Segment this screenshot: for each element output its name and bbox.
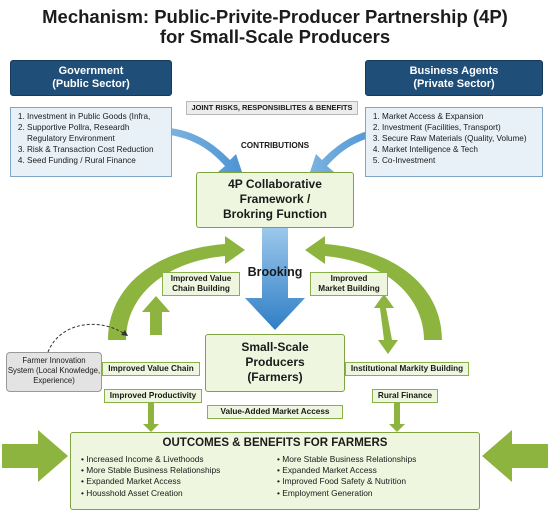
value-chain-building-line1: Improved Value bbox=[170, 274, 232, 283]
business-header: Business Agents (Private Sector) bbox=[365, 60, 543, 96]
government-header-line1: Government bbox=[58, 65, 124, 77]
business-header-line2: (Private Sector) bbox=[413, 78, 495, 90]
framework-line3: Brokring Function bbox=[223, 207, 327, 221]
rural-finance-box: Rural Finance bbox=[372, 389, 438, 403]
outcome-item: Improved Food Safety & Nutrition bbox=[277, 476, 477, 487]
outcome-item: Increased Income & Livethoods bbox=[81, 454, 271, 465]
left-inner-arrow bbox=[142, 296, 170, 335]
business-item: Secure Raw Materials (Quality, Volume) bbox=[382, 133, 538, 144]
farmer-innovation-line2: System (Local Knowledge, bbox=[7, 366, 101, 375]
innovation-dashed-arrow bbox=[47, 323, 129, 353]
government-item: Investment in Public Goods (Infra, bbox=[27, 111, 167, 122]
institutional-building-box: Institutional Markity Building bbox=[345, 362, 469, 376]
outcomes-box: OUTCOMES & BENEFITS FOR FARMERS Increase… bbox=[70, 432, 480, 510]
business-item: Investment (Facilities, Transport) bbox=[382, 122, 538, 133]
business-item: Market Intelligence & Tech bbox=[382, 144, 538, 155]
outcome-item: Expanded Market Access bbox=[81, 476, 271, 487]
producers-line1: Small-Scale bbox=[241, 340, 309, 354]
right-outcome-arrow bbox=[482, 430, 548, 482]
value-chain-building-line2: Chain Building bbox=[172, 284, 230, 293]
government-item: Seed Funding / Rural Finance bbox=[27, 155, 167, 166]
outcome-item: Housshold Asset Creation bbox=[81, 488, 271, 499]
joint-risks-bar: JOINT RISKS, RESPONSIBLITES & BENEFITS bbox=[186, 101, 358, 115]
producers-line3: (Farmers) bbox=[247, 370, 303, 384]
business-contribution-arrow bbox=[308, 128, 382, 178]
framework-line2: Framework / bbox=[239, 192, 311, 206]
framework-line1: 4P Collaborative bbox=[228, 177, 322, 191]
title-line-2: for Small-Scale Producers bbox=[159, 26, 391, 47]
brooking-label: Brooking bbox=[247, 265, 303, 279]
business-contributions-list: Market Access & Expansion Investment (Fa… bbox=[365, 107, 543, 177]
right-cycle-arrow bbox=[305, 236, 442, 340]
farmer-innovation-line1: Farmer Innovation bbox=[22, 356, 86, 365]
right-inner-arrow bbox=[374, 294, 398, 354]
left-cycle-arrow bbox=[108, 236, 245, 340]
market-building-line1: Improved bbox=[330, 274, 368, 283]
contributions-label: CONTRIBUTIONS bbox=[240, 141, 310, 150]
brooking-down-arrow bbox=[245, 228, 305, 330]
farmer-innovation-box: Farmer Innovation System (Local Knowledg… bbox=[6, 352, 102, 392]
outcome-item: More Stable Business Relationships bbox=[81, 465, 271, 476]
outcomes-right-list: More Stable Business Relationships Expan… bbox=[277, 454, 477, 499]
government-item: Supportive Pollra, Researdh Regulatory E… bbox=[27, 122, 167, 144]
productivity-arrow bbox=[143, 402, 159, 432]
market-building-line2: Market Building bbox=[318, 284, 380, 293]
outcomes-left-list: Increased Income & Livethoods More Stabl… bbox=[81, 454, 271, 499]
gov-contribution-arrow bbox=[170, 128, 244, 178]
government-item: Risk & Transaction Cost Reduction bbox=[27, 144, 167, 155]
government-header: Government (Public Sector) bbox=[10, 60, 172, 96]
improved-value-chain-box: Improved Value Chain bbox=[102, 362, 200, 376]
value-chain-building-box: Improved Value Chain Building bbox=[162, 272, 240, 296]
business-item: Co-Investment bbox=[382, 155, 538, 166]
business-item: Market Access & Expansion bbox=[382, 111, 538, 122]
improved-productivity-box: Improved Productivity bbox=[104, 389, 202, 403]
government-contributions-list: Investment in Public Goods (Infra, Suppo… bbox=[10, 107, 172, 177]
market-building-box: Improved Market Building bbox=[310, 272, 388, 296]
outcome-item: Employment Generation bbox=[277, 488, 477, 499]
producers-line2: Producers bbox=[245, 355, 305, 369]
framework-box: 4P Collaborative Framework / Brokring Fu… bbox=[196, 172, 354, 228]
left-outcome-arrow bbox=[2, 430, 68, 482]
value-added-access-box: Value-Added Market Access bbox=[207, 405, 343, 419]
government-header-line2: (Public Sector) bbox=[52, 78, 130, 90]
producers-box: Small-Scale Producers (Farmers) bbox=[205, 334, 345, 392]
outcome-item: Expanded Market Access bbox=[277, 465, 477, 476]
business-header-line1: Business Agents bbox=[409, 65, 499, 77]
title-line-1: Mechanism: Public-Privite-Producer Partn… bbox=[42, 6, 508, 27]
outcomes-title: OUTCOMES & BENEFITS FOR FARMERS bbox=[162, 437, 388, 449]
outcome-item: More Stable Business Relationships bbox=[277, 454, 477, 465]
rural-finance-arrow bbox=[389, 402, 405, 432]
farmer-innovation-line3: Experience) bbox=[33, 376, 75, 385]
